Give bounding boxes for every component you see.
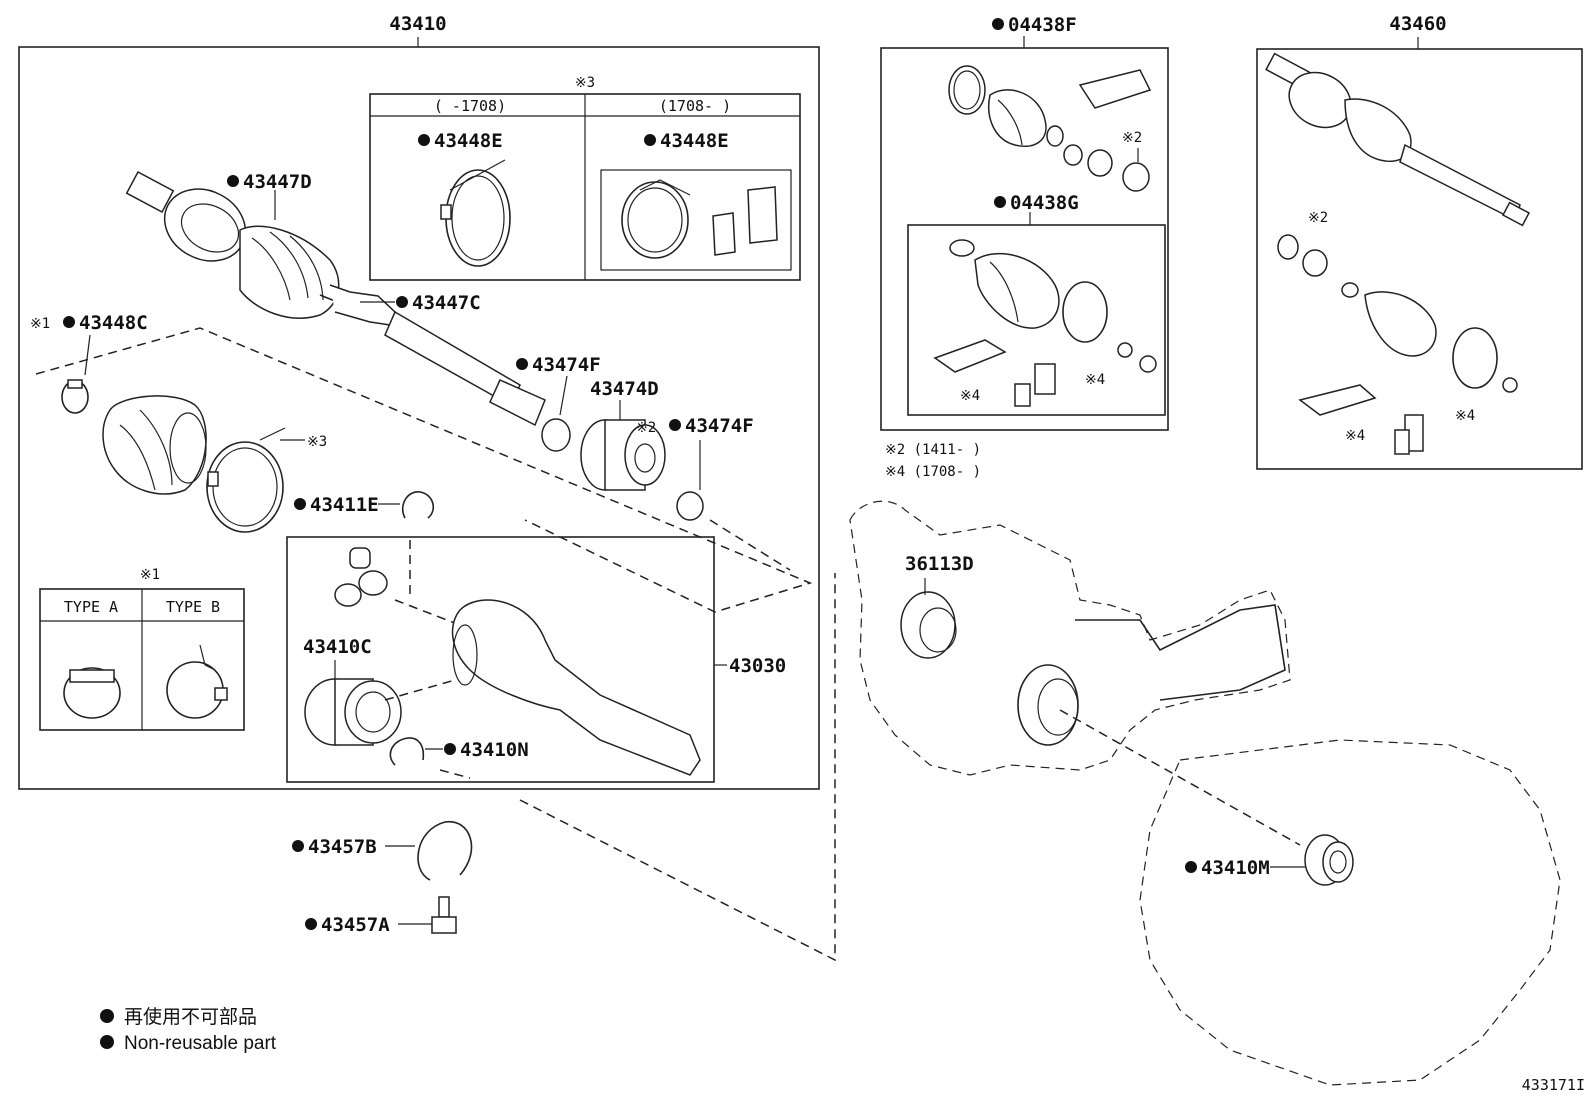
- label-43460: 43460: [1389, 13, 1446, 35]
- ref4-mark-b: ※4: [960, 388, 980, 404]
- label-43474F-top: 43474F: [532, 354, 601, 376]
- label-43448E-right: 43448E: [660, 130, 729, 152]
- ref2-mark-b: ※2: [1122, 130, 1142, 146]
- footnote-ref2: ※2 (1411- ): [885, 442, 981, 458]
- figure-id: 433171I: [1522, 1076, 1585, 1094]
- snap-ring-icon: [541, 418, 571, 452]
- shaft-43460-drawing: [1265, 52, 1531, 227]
- label-43448C: 43448C: [79, 312, 148, 334]
- ref1-mark: ※1: [30, 316, 50, 332]
- ref3-right-date: (1708- ): [659, 97, 731, 115]
- label-43411E: 43411E: [310, 494, 379, 516]
- outer-race-drawing: [451, 599, 701, 776]
- circlip-icon: [401, 491, 435, 519]
- boot-kit-g-parts: [933, 239, 1157, 407]
- snap-ring-icon-3: [389, 737, 425, 766]
- boot-band-icon: [206, 427, 286, 533]
- explode-guide-line: [35, 327, 813, 613]
- footnote-ref4: ※4 (1708- ): [885, 464, 981, 480]
- shaft-43460-parts: [1277, 234, 1518, 455]
- ref3-box: [369, 93, 801, 281]
- boot-kit-04438F-box: [880, 36, 1169, 431]
- label-36113D: 36113D: [905, 553, 974, 575]
- legend-jp: 再使用不可部品: [124, 1006, 257, 1028]
- label-43410M: 43410M: [1201, 857, 1270, 879]
- ref4-mark-a: ※4: [1085, 372, 1105, 388]
- cv-boot-drawing: [102, 395, 207, 495]
- label-43030: 43030: [729, 655, 786, 677]
- ref3-mark: ※3: [307, 434, 327, 450]
- transfer-case-drawing: [849, 500, 1291, 776]
- label-43410C: 43410C: [303, 636, 372, 658]
- legend-en: Non-reusable part: [124, 1033, 277, 1054]
- ref2-mark-c: ※2: [1308, 210, 1328, 226]
- transmission-outline: [1139, 739, 1561, 1086]
- label-43457B: 43457B: [308, 836, 377, 858]
- bolt-icon: [431, 896, 457, 934]
- label-04438F: 04438F: [1008, 14, 1077, 36]
- ref2-mark-a: ※2: [636, 420, 656, 436]
- ref3-header: ※3: [575, 75, 595, 91]
- label-43410N: 43410N: [460, 739, 529, 761]
- ref4-mark-c: ※4: [1455, 408, 1475, 424]
- label-43474F-bottom: 43474F: [685, 415, 754, 437]
- band-clamp-icon: [440, 159, 511, 267]
- type-b-label: TYPE B: [166, 598, 220, 616]
- boot-kit-parts: [948, 65, 1152, 192]
- retainer-clip-icon: [417, 821, 473, 881]
- label-43474D: 43474D: [590, 378, 659, 400]
- label-43410: 43410: [389, 13, 446, 35]
- drive-shaft-assembly-drawing: [125, 171, 546, 427]
- assembly-43410-box: [18, 37, 820, 790]
- label-43447C: 43447C: [412, 292, 481, 314]
- label-43448E-left: 43448E: [434, 130, 503, 152]
- band-clamp-kit-icon: [621, 179, 778, 259]
- ref3-left-date: ( -1708): [434, 97, 506, 115]
- ref4-mark-d: ※4: [1345, 428, 1365, 444]
- assembly-43460-box: [1256, 37, 1583, 470]
- ref1-header: ※1: [140, 567, 160, 583]
- type-a-label: TYPE A: [64, 598, 118, 616]
- label-04438G: 04438G: [1010, 192, 1079, 214]
- small-clamp-icon: [61, 379, 89, 414]
- type-box: [39, 588, 245, 731]
- oil-seal-icon: [1304, 834, 1354, 886]
- damper-icon: [580, 419, 666, 491]
- inboard-joint-box: [286, 536, 727, 783]
- snap-ring-icon-2: [676, 491, 704, 521]
- boot-kit-04438G-box: [907, 212, 1166, 416]
- label-43457A: 43457A: [321, 914, 390, 936]
- bearing-icon: [304, 678, 402, 746]
- tripod-icon: [334, 547, 388, 607]
- label-43447D: 43447D: [243, 171, 312, 193]
